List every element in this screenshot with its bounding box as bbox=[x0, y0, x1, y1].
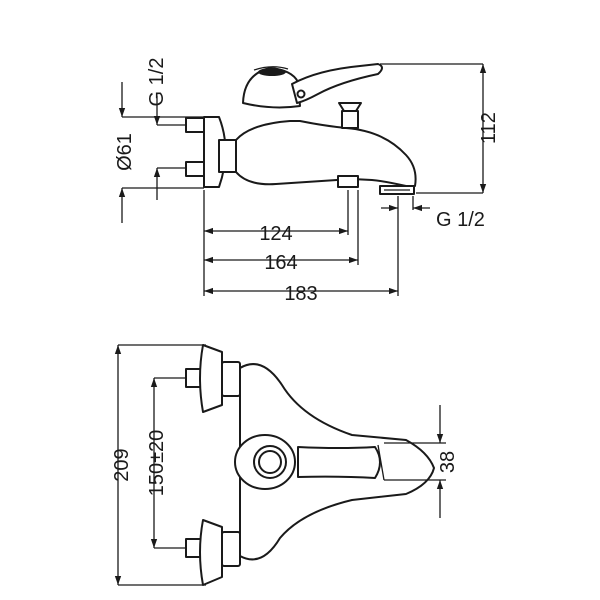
label-112: 112 bbox=[478, 112, 500, 144]
upper-wall-flange bbox=[199, 344, 223, 413]
lever-top bbox=[297, 446, 381, 479]
upper-nut bbox=[221, 361, 241, 397]
lever-pivot bbox=[296, 89, 306, 99]
label-thread-right: G 1/2 bbox=[436, 209, 485, 231]
label-150: 150±20 bbox=[146, 430, 168, 497]
side-view: 112 Ø61 G 1/2 G 1/2 124 164 183 bbox=[114, 58, 500, 305]
shower-outlet bbox=[337, 175, 359, 188]
label-209: 209 bbox=[111, 448, 133, 481]
cartridge-cap bbox=[242, 67, 301, 109]
label-124: 124 bbox=[259, 223, 292, 245]
top-view: 209 150±20 38 bbox=[111, 344, 459, 586]
cap-top-edge bbox=[253, 66, 289, 71]
diverter-knob-top bbox=[338, 102, 362, 112]
label-38: 38 bbox=[437, 451, 459, 473]
label-183: 183 bbox=[284, 283, 317, 305]
lower-wall-flange bbox=[199, 519, 223, 586]
label-164: 164 bbox=[264, 252, 297, 274]
diverter-knob-stem bbox=[341, 110, 359, 129]
lever-end-edge bbox=[377, 444, 385, 481]
cartridge-cap-center bbox=[258, 450, 282, 474]
cap-indicator bbox=[258, 68, 286, 76]
label-thread-left: G 1/2 bbox=[146, 58, 168, 107]
lower-nut bbox=[221, 531, 241, 567]
label-d61: Ø61 bbox=[114, 133, 136, 171]
mixer-body bbox=[218, 120, 417, 187]
lever-handle bbox=[291, 63, 383, 104]
